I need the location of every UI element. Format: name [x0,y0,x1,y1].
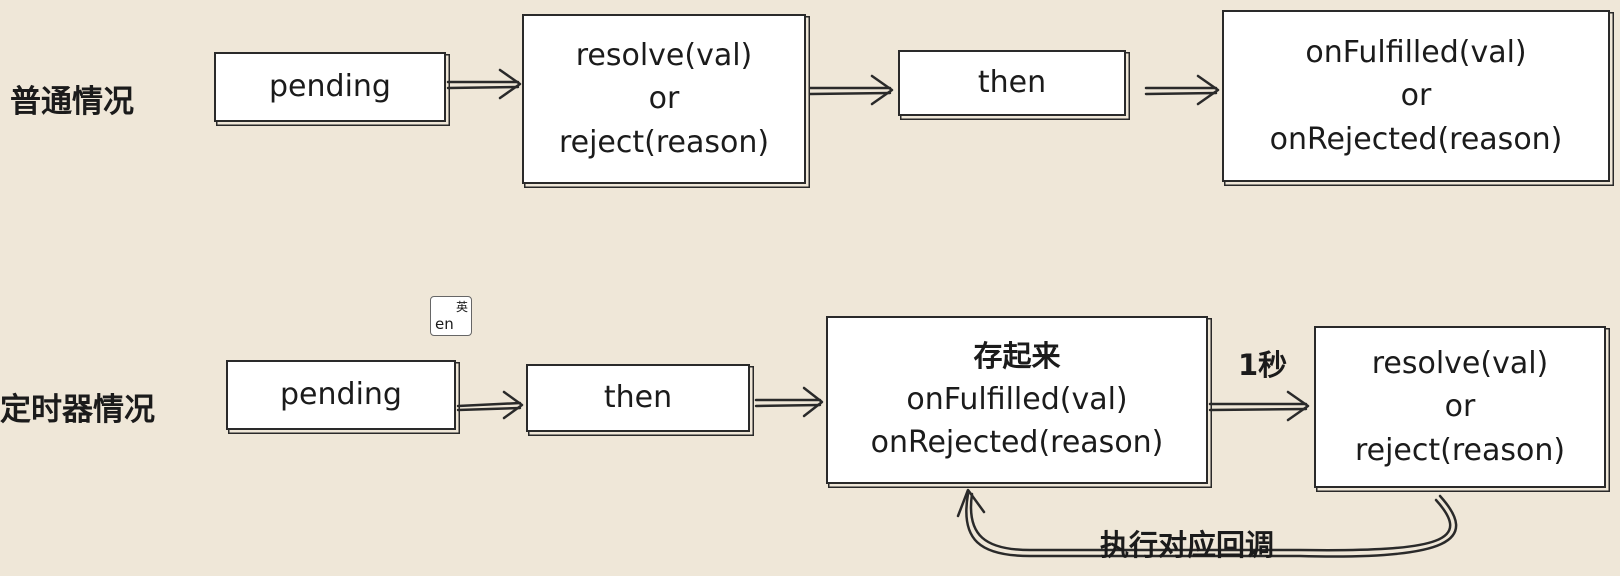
node-text: or [1400,78,1432,114]
node-resolve-reject-timer: resolve(val) or reject(reason) [1314,326,1606,488]
edge-label-one-second: 1秒 [1238,348,1288,382]
row-label-timer: 定时器情况 [0,392,155,428]
ime-zh-label: 英 [455,300,468,314]
node-text: onRejected(reason) [870,425,1164,461]
node-text: reject(reason) [558,124,770,160]
node-text: onFulfilled(val) [906,381,1128,417]
node-then-normal: then [898,50,1126,116]
node-text: onRejected(reason) [1269,121,1563,157]
node-handlers-normal: onFulfilled(val) or onRejected(reason) [1222,10,1610,182]
edge-label-callback: 执行对应回调 [1100,528,1275,562]
node-text: or [1444,389,1476,425]
node-pending-timer: pending [226,360,456,430]
arrow-pending-to-resolve [446,68,522,100]
node-text: or [648,81,680,117]
node-text: then [603,380,673,416]
node-text: resolve(val) [575,37,753,73]
node-text: resolve(val) [1371,345,1549,381]
node-text: 存起来 [973,339,1061,374]
node-text: then [977,65,1047,101]
arrow-resolve-to-then [808,74,894,106]
arrow-then-to-stored [754,386,824,418]
node-text: pending [280,377,402,413]
arrow-stored-to-resolve [1208,390,1310,422]
arrow-pending-to-then-timer [456,390,524,420]
node-pending-normal: pending [214,52,446,122]
node-text: reject(reason) [1354,432,1566,468]
arrow-callback-loop [956,488,1458,558]
node-text: onFulfilled(val) [1305,34,1527,70]
ime-en-label: en [435,315,454,333]
row-label-normal: 普通情况 [10,84,134,120]
node-text: pending [269,69,391,105]
node-stored-timer: 存起来 onFulfilled(val) onRejected(reason) [826,316,1208,484]
ime-language-icon[interactable]: 英 en [430,296,472,336]
node-resolve-reject-normal: resolve(val) or reject(reason) [522,14,806,184]
node-then-timer: then [526,364,750,432]
arrow-then-to-handlers [1144,74,1220,106]
